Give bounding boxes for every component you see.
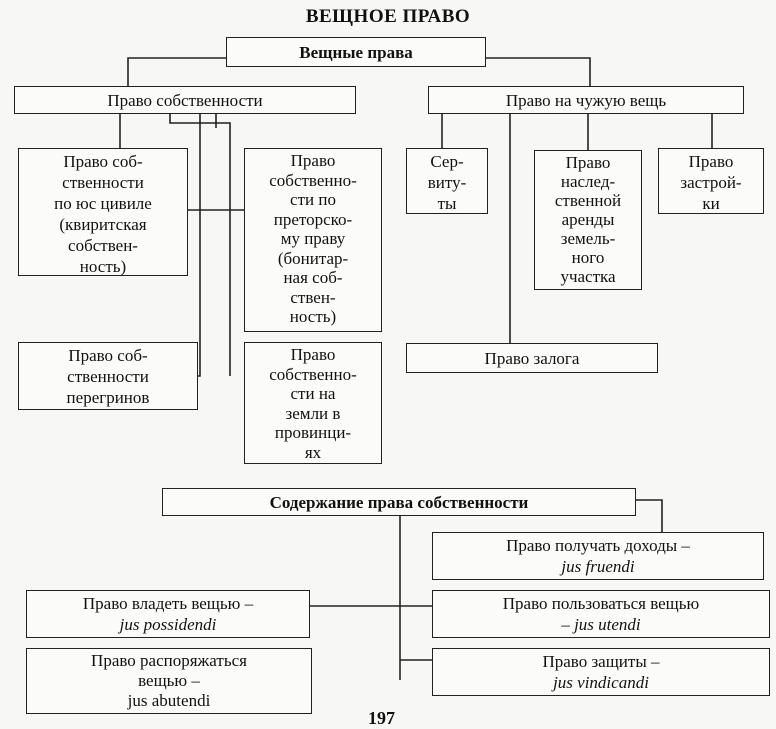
text-line: собственно- <box>269 364 357 384</box>
text-line: Право распоряжаться <box>91 651 247 670</box>
text-line: Право получать доходы – <box>506 536 690 555</box>
text-line: Право <box>688 152 734 171</box>
pledge-box: Право залога <box>406 343 658 373</box>
latin-term: jus fruendi <box>561 557 635 576</box>
text-line: земель- <box>560 229 616 248</box>
ownership-box: Право собственности <box>14 86 356 114</box>
servitudes-box: Сер- виту- ты <box>406 148 488 214</box>
text-line: ность) <box>289 307 337 326</box>
text-line: ная соб- <box>283 268 343 287</box>
text-line: Право <box>290 345 336 364</box>
text-line: Сер- <box>430 152 464 171</box>
ownership-content-label: Содержание права собственности <box>269 493 529 512</box>
text-line: Право <box>565 153 611 172</box>
right-utendi-box: Право пользоваться вещью – jus utendi <box>432 590 770 638</box>
page-number: 197 <box>368 708 395 728</box>
text-line: Право владеть вещью – <box>82 594 254 613</box>
text-line: аренды <box>561 210 615 229</box>
right-vindicandi-box: Право защиты – jus vindicandi <box>432 648 770 696</box>
ownership-label: Право собственности <box>107 91 263 110</box>
text-line: участка <box>560 267 616 286</box>
text-line: (бонитар- <box>277 248 349 268</box>
text-line: ты <box>437 194 457 213</box>
real-rights-box: Вещные права <box>226 37 486 67</box>
text-line: собствен- <box>68 236 138 255</box>
text-line: (квиритская <box>59 215 147 234</box>
text-line: ственности <box>62 173 144 192</box>
text-line: ки <box>702 194 720 213</box>
text-line: ях <box>304 442 322 462</box>
real-rights-label: Вещные права <box>299 43 413 62</box>
ownership-content-box: Содержание права собственности <box>162 488 636 516</box>
text-line: наслед- <box>560 172 616 191</box>
text-line: Право соб- <box>68 346 148 365</box>
ownership-praetor-box: Право собственно- сти по преторско- му п… <box>244 148 382 332</box>
text-line: собственно- <box>269 170 357 190</box>
text-line: по юс цивиле <box>54 194 152 213</box>
text-line: сти по <box>290 190 336 209</box>
text-line: му праву <box>280 229 346 248</box>
text-line: провинци- <box>274 423 352 442</box>
latin-term: jus possidendi <box>119 615 217 634</box>
superficies-box: Право застрой- ки <box>658 148 764 214</box>
latin-term: jus vindicandi <box>553 673 649 692</box>
text-line: Право пользоваться вещью <box>502 594 700 613</box>
right-fruendi-box: Право получать доходы – jus fruendi <box>432 532 764 580</box>
text-line: преторско- <box>273 209 353 229</box>
text-line: ного <box>571 248 605 267</box>
text-line: вещью – <box>138 671 200 690</box>
text-line: виту- <box>427 173 467 192</box>
foreign-right-box: Право на чужую вещь <box>428 86 744 114</box>
text-line: ность) <box>79 257 127 276</box>
emphyteusis-box: Право наслед- ственной аренды земель- но… <box>534 150 642 290</box>
text-line: земли в <box>285 403 341 423</box>
ownership-civil-box: Право соб- ственности по юс цивиле (квир… <box>18 148 188 276</box>
text-line: застрой- <box>680 173 742 192</box>
foreign-right-label: Право на чужую вещь <box>505 91 667 110</box>
text-line: Право защиты – <box>542 652 660 671</box>
text-line: ствен- <box>290 287 336 307</box>
ownership-peregrine-box: Право соб- ственности перегринов <box>18 342 198 410</box>
ownership-provincial-box: Право собственно- сти на земли в провинц… <box>244 342 382 464</box>
text-line: перегринов <box>66 388 150 407</box>
text-line: Право соб- <box>63 152 143 171</box>
pledge-label: Право залога <box>484 349 580 368</box>
text-line: сти на <box>290 384 336 403</box>
text-line: Право <box>290 151 336 170</box>
right-possidendi-box: Право владеть вещью – jus possidendi <box>26 590 310 638</box>
latin-term: jus abutendi <box>127 691 211 710</box>
text-line: ственности <box>67 367 149 386</box>
page-heading: ВЕЩНОЕ ПРАВО <box>305 6 471 27</box>
text-line: ственной <box>554 191 622 210</box>
right-abutendi-box: Право распоряжаться вещью – jus abutendi <box>26 648 312 714</box>
latin-term: – jus utendi <box>561 615 641 634</box>
